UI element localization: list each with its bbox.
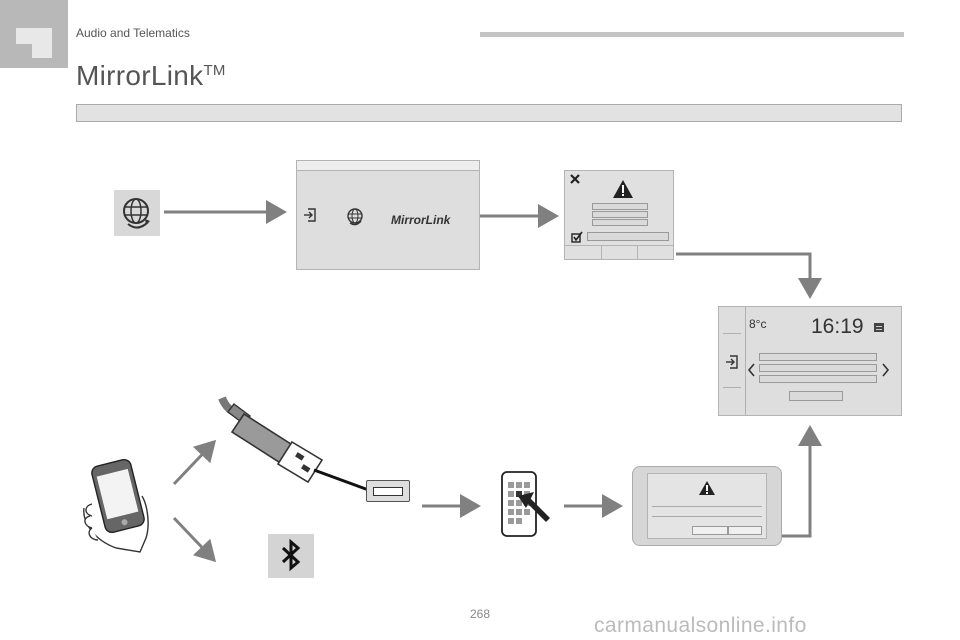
- phone-dialog-line: [652, 516, 762, 517]
- globe-arrow-icon[interactable]: [345, 207, 365, 227]
- page-title: MirrorLinkTM: [76, 60, 226, 92]
- home-sidebar-line: [723, 387, 741, 388]
- close-icon[interactable]: [569, 173, 581, 185]
- warning-icon: [613, 180, 633, 198]
- smartphone-hand-icon: [83, 458, 149, 553]
- usb-cable-icon: [218, 396, 375, 494]
- home-action-button[interactable]: [789, 391, 843, 401]
- home-screen: 8°c 16:19: [718, 306, 902, 416]
- phone-app-touch-icon: [501, 471, 550, 537]
- dialog-button-row: [565, 245, 673, 260]
- bluetooth-button[interactable]: [268, 534, 314, 578]
- chevron-right-icon[interactable]: [881, 363, 891, 377]
- mirrorlink-logo-label[interactable]: MirrorLink: [391, 213, 451, 227]
- dialog-text-line: [592, 203, 648, 210]
- page-number: 268: [469, 607, 491, 621]
- page-title-text: MirrorLink: [76, 60, 204, 91]
- dialog-text-line: [592, 219, 648, 226]
- home-sidebar-line: [723, 333, 741, 334]
- phone-warning-display: [647, 473, 767, 539]
- source-input-icon[interactable]: [303, 208, 317, 222]
- source-input-icon[interactable]: [725, 355, 739, 369]
- phone-dialog-button[interactable]: [728, 526, 762, 535]
- arrow-to-bluetooth: [172, 516, 217, 563]
- phone-dialog-button[interactable]: [692, 526, 728, 535]
- clock-time: 16:19: [811, 315, 864, 338]
- calendar-icon[interactable]: [873, 321, 885, 333]
- home-list-item[interactable]: [759, 364, 877, 372]
- phone-dialog-line: [652, 506, 762, 507]
- usb-port-slot: [373, 487, 403, 496]
- trademark-mark: TM: [203, 62, 226, 79]
- phone-warning-screen: [632, 466, 782, 546]
- screen-top-strip: [297, 161, 479, 171]
- arrow-to-home-screen: [676, 252, 822, 299]
- home-list-item[interactable]: [759, 375, 877, 383]
- checkbox-icon[interactable]: [571, 231, 583, 243]
- arrow-to-usb: [172, 439, 217, 486]
- dialog-button-divider: [601, 246, 602, 260]
- dialog-text-line: [592, 211, 648, 218]
- warning-dialog: [564, 170, 674, 260]
- section-title: Audio and Telematics: [76, 26, 190, 40]
- warning-icon: [699, 481, 715, 495]
- bluetooth-icon: [281, 538, 301, 572]
- dialog-option-field[interactable]: [587, 232, 669, 241]
- outside-temperature: 8°c: [749, 317, 767, 331]
- header-rule: [480, 32, 904, 37]
- home-list-item[interactable]: [759, 353, 877, 361]
- watermark: carmanualsonline.info: [594, 614, 807, 637]
- chevron-left-icon[interactable]: [747, 363, 757, 377]
- mirrorlink-source-screen: MirrorLink: [296, 160, 480, 270]
- dialog-button-divider: [637, 246, 638, 260]
- home-sidebar-divider: [745, 307, 746, 415]
- section-bar: [76, 104, 902, 122]
- usb-port-icon: [366, 480, 410, 502]
- connectivity-button[interactable]: [114, 190, 160, 236]
- chapter-tab-notch-lower: [16, 44, 32, 68]
- globe-arrow-icon: [123, 198, 150, 229]
